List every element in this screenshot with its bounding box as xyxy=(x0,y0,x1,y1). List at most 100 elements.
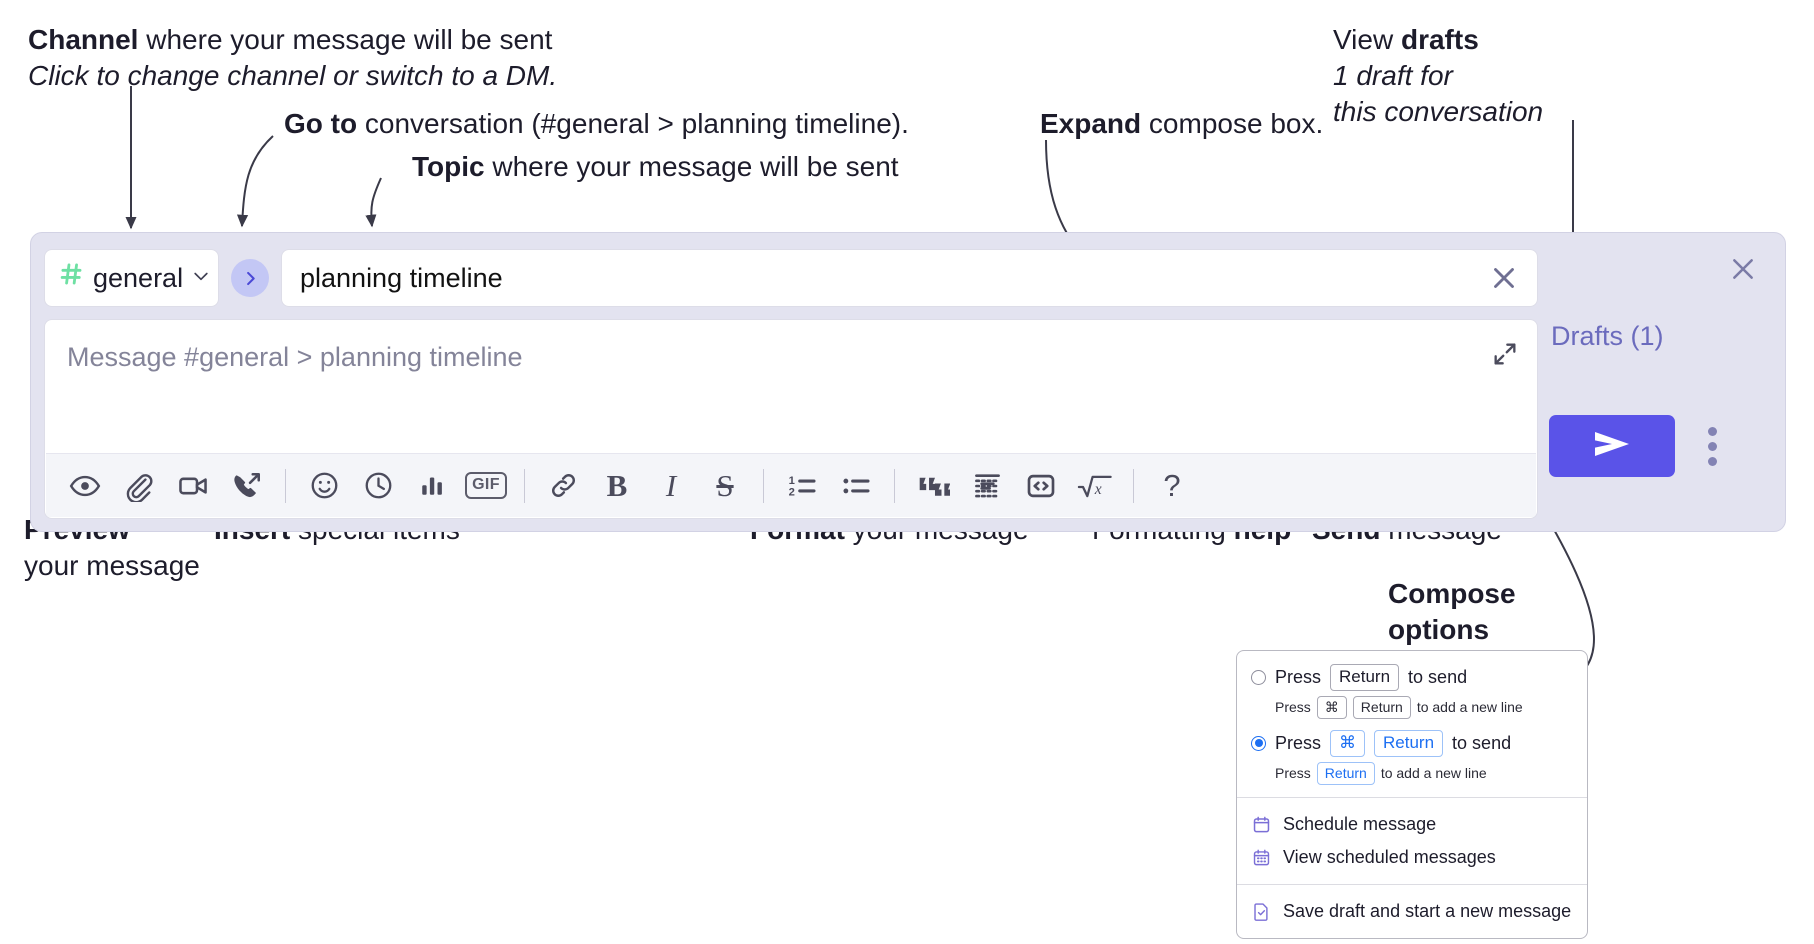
send-mode-option-cmd-return[interactable]: Press ⌘ Return to send xyxy=(1237,727,1587,760)
key-return: Return xyxy=(1330,664,1400,691)
send-mode-sub-lead-1: Press xyxy=(1275,765,1311,782)
send-button[interactable] xyxy=(1549,415,1675,477)
message-compose-panel: general planning timeline xyxy=(30,232,1786,532)
toolbar-divider xyxy=(894,468,895,503)
send-mode-lead-0: Press xyxy=(1275,666,1322,687)
drafts-link[interactable]: Drafts (1) xyxy=(1551,321,1664,351)
attach-button[interactable] xyxy=(112,459,166,513)
send-mode-sub-tail-0: to add a new line xyxy=(1416,699,1523,716)
annotation-drafts-lead: View xyxy=(1333,24,1401,55)
toolbar-divider xyxy=(524,468,525,503)
send-mode-sub-lead-0: Press xyxy=(1275,699,1311,716)
strikethrough-button[interactable]: S xyxy=(698,459,752,513)
compose-main-column: general planning timeline xyxy=(44,247,1538,519)
code-block-button[interactable] xyxy=(960,459,1014,513)
question-mark-icon: ? xyxy=(1163,468,1181,503)
send-mode-sub-1: Press Return to add a new line xyxy=(1237,760,1587,787)
bulleted-list-button[interactable] xyxy=(829,459,883,513)
radio-unselected-icon[interactable] xyxy=(1251,669,1266,685)
close-icon[interactable] xyxy=(1481,255,1527,301)
close-compose-icon[interactable] xyxy=(1723,249,1763,289)
menu-item-view-scheduled-messages[interactable]: View scheduled messages xyxy=(1237,841,1587,874)
bold-label: B xyxy=(606,467,628,503)
annotation-goto-bold: Go to xyxy=(284,108,358,139)
menu-item-save-draft[interactable]: Save draft and start a new message xyxy=(1237,895,1587,928)
send-mode-sub-0: Press ⌘ Return to add a new line xyxy=(1237,694,1587,721)
key-command: ⌘ xyxy=(1316,695,1347,719)
annotation-drafts-bold: drafts xyxy=(1400,24,1479,55)
emoji-button[interactable] xyxy=(297,459,351,513)
channel-name: general xyxy=(93,262,184,293)
annotation-expand-rest: compose box. xyxy=(1141,108,1324,139)
angle-brackets-icon[interactable] xyxy=(1014,459,1068,513)
strikethrough-label: S xyxy=(716,467,734,503)
annotation-channel: Channel where your message will be sent … xyxy=(28,22,648,94)
hash-icon xyxy=(59,261,85,293)
menu-item-schedule-message[interactable]: Schedule message xyxy=(1237,808,1587,841)
formatting-toolbar: GIF B I xyxy=(46,453,1536,517)
annotation-channel-rest: where your message will be sent xyxy=(138,24,553,55)
poll-button[interactable] xyxy=(405,459,459,513)
video-clip-button[interactable] xyxy=(166,459,220,513)
annotation-goto: Go to conversation (#general > planning … xyxy=(284,106,984,142)
annotation-drafts-sub2: this conversation xyxy=(1333,95,1544,127)
message-input-box[interactable]: Message #general > planning timeline xyxy=(44,319,1538,519)
send-mode-lead-1: Press xyxy=(1275,732,1322,753)
topic-field[interactable]: planning timeline xyxy=(281,249,1538,307)
file-check-icon xyxy=(1251,901,1271,921)
go-to-conversation-button[interactable] xyxy=(231,259,269,297)
chevron-right-icon xyxy=(241,269,260,288)
gif-button[interactable]: GIF xyxy=(459,459,513,513)
annotation-expand-bold: Expand xyxy=(1040,108,1142,139)
link-button[interactable] xyxy=(536,459,590,513)
italic-button[interactable]: I xyxy=(644,459,698,513)
message-placeholder: Message #general > planning timeline xyxy=(67,342,523,372)
send-mode-section: Press Return to send Press ⌘ Return to a… xyxy=(1237,651,1587,797)
audio-clip-button[interactable] xyxy=(220,459,274,513)
preview-button[interactable] xyxy=(58,459,112,513)
svg-text:x: x xyxy=(1094,480,1102,497)
key-return: Return xyxy=(1316,761,1375,785)
key-return: Return xyxy=(1374,729,1444,757)
send-mode-sub-tail-1: to add a new line xyxy=(1380,765,1487,782)
annotation-topic-rest: where your message will be sent xyxy=(484,151,899,182)
menu-item-label: Save draft and start a new message xyxy=(1283,900,1572,921)
compose-right-column: Drafts (1) xyxy=(1539,233,1785,531)
annotation-goto-rest: conversation (#general > planning timeli… xyxy=(357,108,909,139)
menu-item-label: Schedule message xyxy=(1283,813,1437,834)
blockquote-button[interactable] xyxy=(906,459,960,513)
annotation-compose-options-bold2: options xyxy=(1388,613,1490,645)
topic-value: planning timeline xyxy=(300,262,503,293)
annotation-drafts: View drafts 1 draft for this conversatio… xyxy=(1333,22,1813,129)
toolbar-divider xyxy=(763,468,764,503)
send-mode-option-return[interactable]: Press Return to send xyxy=(1237,661,1587,694)
annotation-drafts-sub1: 1 draft for xyxy=(1333,59,1453,91)
formatting-help-button[interactable]: ? xyxy=(1145,459,1199,513)
send-paper-plane-icon xyxy=(1590,428,1634,465)
bold-button[interactable]: B xyxy=(590,459,644,513)
vertical-dots-icon xyxy=(1707,426,1717,436)
radio-selected-icon[interactable] xyxy=(1251,735,1266,751)
ordered-list-button[interactable]: 1 2 xyxy=(775,459,829,513)
key-return: Return xyxy=(1352,695,1411,719)
schedule-section: Schedule message View scheduled messages xyxy=(1237,796,1587,884)
send-mode-tail-1: to send xyxy=(1452,732,1512,753)
square-root-x-icon[interactable]: x xyxy=(1068,459,1122,513)
compose-options-button[interactable] xyxy=(1697,423,1727,469)
vertical-dots-icon xyxy=(1707,441,1717,451)
calendar-clock-icon xyxy=(1251,814,1271,834)
expand-arrows-icon[interactable] xyxy=(1487,336,1523,372)
draft-section: Save draft and start a new message xyxy=(1237,883,1587,938)
annotation-channel-bold: Channel xyxy=(28,24,139,55)
reminder-button[interactable] xyxy=(351,459,405,513)
annotation-channel-sub: Click to change channel or switch to a D… xyxy=(28,59,558,91)
annotation-expand: Expand compose box. xyxy=(1040,106,1460,142)
calendar-grid-icon xyxy=(1251,847,1271,867)
svg-text:2: 2 xyxy=(789,486,795,498)
vertical-dots-icon xyxy=(1707,456,1717,466)
annotation-compose-options-bold1: Compose xyxy=(1388,578,1516,609)
annotation-preview-rest: your message xyxy=(24,549,200,581)
channel-picker[interactable]: general xyxy=(44,249,219,307)
svg-text:1: 1 xyxy=(789,475,795,487)
